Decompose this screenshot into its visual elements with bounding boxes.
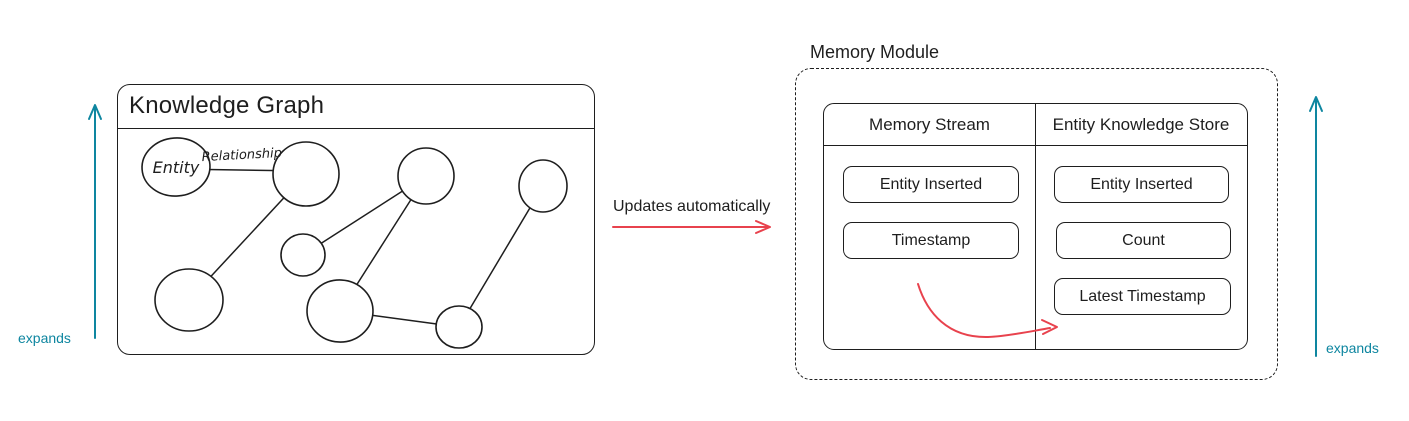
- graph-node: [397, 147, 455, 205]
- memory-column-divider: [1035, 104, 1036, 349]
- entity-knowledge-store-header: Entity Knowledge Store: [1052, 114, 1230, 134]
- memory-table: Memory Stream Entity Knowledge Store Ent…: [823, 103, 1248, 350]
- memory-stream-header: Memory Stream: [869, 114, 990, 134]
- updates-arrow-right-icon: [612, 220, 771, 234]
- knowledge-graph-title-divider: [118, 128, 594, 129]
- expand-arrow-up-right-icon: [1309, 96, 1323, 357]
- memory-stream-timestamp-chip: Timestamp: [843, 222, 1019, 259]
- graph-node: [306, 279, 374, 343]
- graph-node: [272, 141, 340, 207]
- knowledge-graph-drawing: Entity Relationship: [141, 137, 568, 349]
- memory-module-dashed-box: Memory Stream Entity Knowledge Store Ent…: [795, 68, 1278, 380]
- memory-stream-entity-inserted-chip: Entity Inserted: [843, 166, 1019, 203]
- graph-node-entity: [141, 137, 211, 197]
- graph-nodes: [141, 137, 568, 349]
- memory-header-row: Memory Stream Entity Knowledge Store: [824, 104, 1247, 146]
- memory-module-title: Memory Module: [810, 42, 940, 62]
- knowledge-store-entity-inserted-chip: Entity Inserted: [1054, 166, 1229, 203]
- knowledge-store-count-chip: Count: [1056, 222, 1231, 259]
- graph-node: [280, 233, 326, 277]
- knowledge-graph-card: Knowledge Graph: [117, 84, 595, 355]
- relationship-edge-label: Relationship: [201, 146, 282, 165]
- expands-label-left: expands: [18, 330, 71, 346]
- entity-node-label: Entity: [153, 158, 200, 177]
- knowledge-graph-title: Knowledge Graph: [129, 92, 325, 119]
- expands-label-right: expands: [1326, 340, 1379, 356]
- graph-edge: [458, 185, 544, 328]
- graph-node: [154, 268, 224, 332]
- updates-automatically-label: Updates automatically: [613, 198, 771, 215]
- expand-arrow-up-left-icon: [88, 104, 102, 339]
- knowledge-store-latest-timestamp-chip: Latest Timestamp: [1054, 278, 1231, 315]
- graph-node: [435, 305, 483, 349]
- graph-node: [518, 159, 568, 213]
